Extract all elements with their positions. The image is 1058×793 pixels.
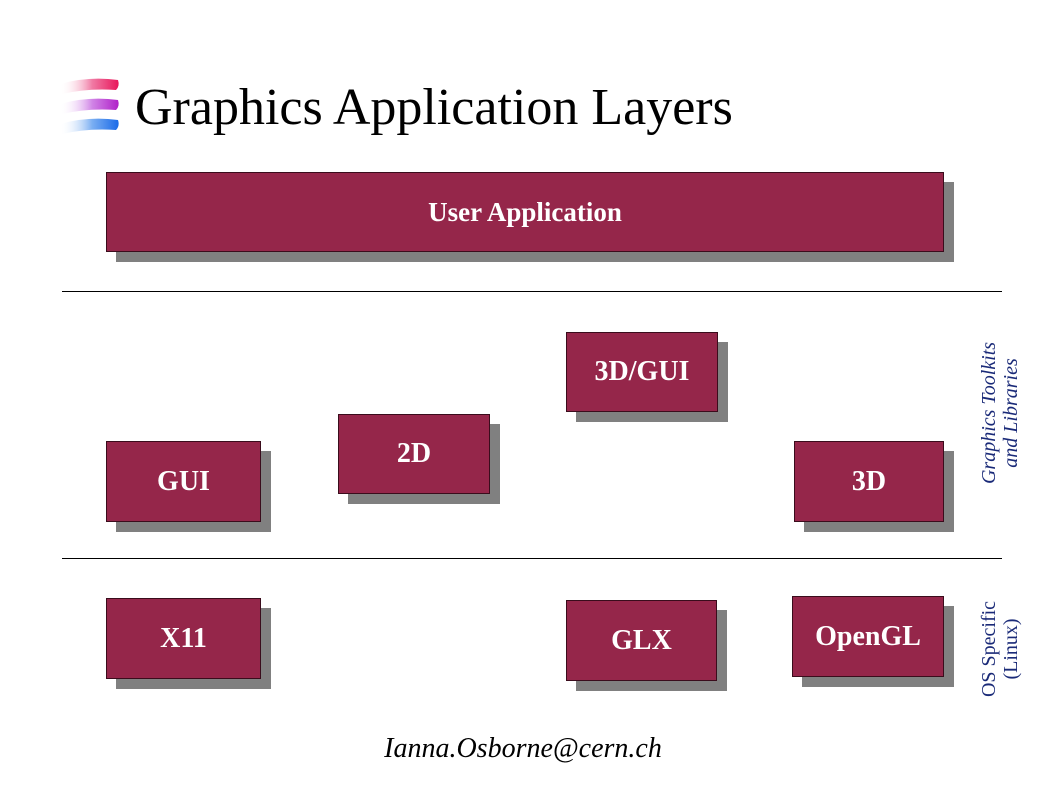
os-specific-line-2: (Linux) xyxy=(1000,618,1022,680)
3d-box: 3D xyxy=(794,441,944,522)
os-specific-label: OS Specific (Linux) xyxy=(978,574,1024,724)
slide-title: Graphics Application Layers xyxy=(135,79,733,136)
applications-divider xyxy=(62,291,1002,292)
graphics-toolkits-line-2: and Libraries xyxy=(1000,358,1022,468)
opengl-box: OpenGL xyxy=(792,596,944,677)
graphics-toolkits-label: Graphics Toolkits and Libraries xyxy=(978,308,1024,518)
x11-box: X11 xyxy=(106,598,261,679)
2d-box: 2D xyxy=(338,414,490,494)
3d-gui-box: 3D/GUI xyxy=(566,332,718,412)
footer-email: Ianna.Osborne@cern.ch xyxy=(0,733,1058,765)
os-specific-line-1: OS Specific xyxy=(978,600,1000,698)
graphics-toolkits-line-1: Graphics Toolkits xyxy=(978,341,1000,485)
glx-box: GLX xyxy=(566,600,717,681)
presentation-logo-icon xyxy=(60,78,119,134)
user-application-box: User Application xyxy=(106,172,944,252)
footer-email-text: Ianna.Osborne@cern.ch xyxy=(384,733,662,764)
toolkits-divider xyxy=(62,558,1002,559)
gui-box: GUI xyxy=(106,441,261,522)
